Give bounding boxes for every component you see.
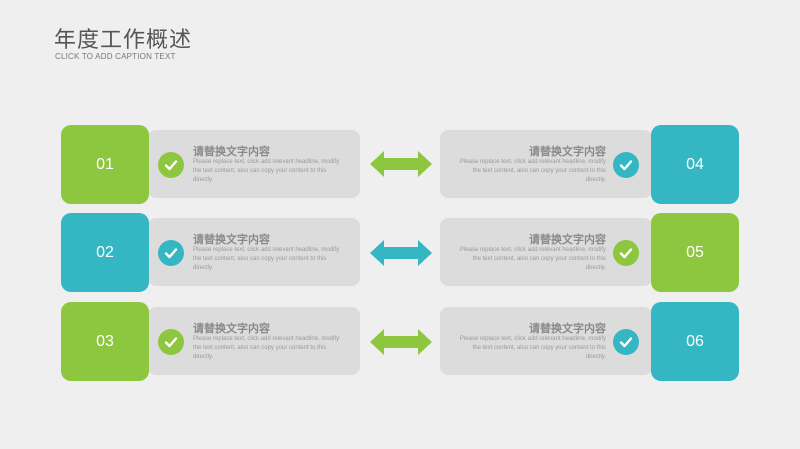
check-circle-icon [158, 152, 184, 178]
card-title-02: 请替换文字内容 [193, 233, 270, 246]
number-badge-02: 02 [61, 213, 149, 292]
check-circle-icon [158, 329, 184, 355]
number-badge-03: 03 [61, 302, 149, 381]
double-arrow-icon [370, 240, 432, 266]
card-body-03: Please replace text, click add relevant … [193, 336, 340, 360]
double-arrow-icon [370, 151, 432, 177]
number-badge-04: 04 [651, 125, 739, 204]
check-circle-icon [613, 240, 639, 266]
slide-title: 年度工作概述 [54, 28, 193, 53]
card-title-05: 请替换文字内容 [529, 233, 606, 246]
card-title-03: 请替换文字内容 [193, 322, 270, 335]
number-badge-05: 05 [651, 213, 739, 292]
card-body-04: Please replace text, click add relevant … [459, 159, 606, 183]
card-body-06: Please replace text, click add relevant … [459, 336, 606, 360]
card-body-02: Please replace text, click add relevant … [193, 247, 340, 271]
card-title-04: 请替换文字内容 [529, 145, 606, 158]
slide-caption: CLICK TO ADD CAPTION TEXT [55, 52, 176, 61]
check-circle-icon [613, 329, 639, 355]
double-arrow-icon [370, 329, 432, 355]
number-badge-01: 01 [61, 125, 149, 204]
card-title-06: 请替换文字内容 [529, 322, 606, 335]
card-title-01: 请替换文字内容 [193, 145, 270, 158]
check-circle-icon [158, 240, 184, 266]
card-body-05: Please replace text, click add relevant … [459, 247, 606, 271]
number-badge-06: 06 [651, 302, 739, 381]
check-circle-icon [613, 152, 639, 178]
card-body-01: Please replace text, click add relevant … [193, 159, 340, 183]
